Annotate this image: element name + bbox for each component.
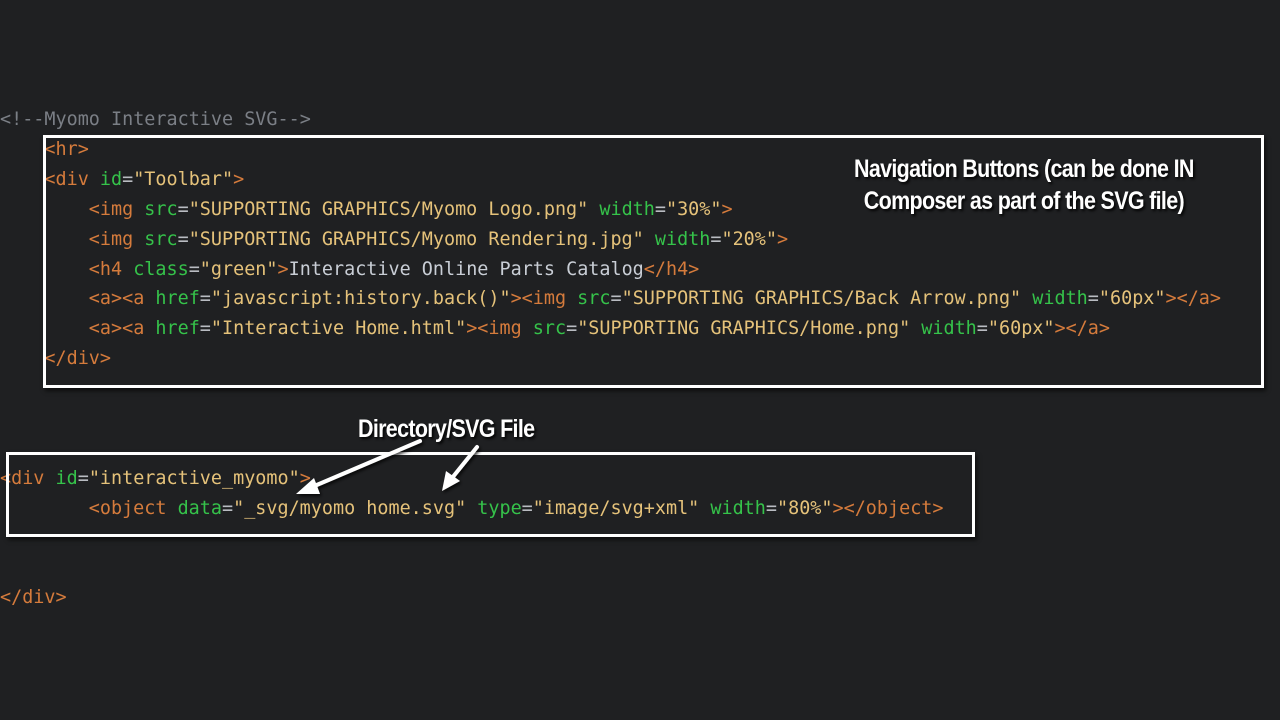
- code-string: "_svg/myomo home.svg": [233, 498, 467, 519]
- code-equals: =: [1087, 288, 1099, 309]
- code-tag: >: [233, 169, 245, 190]
- code-tag: </div>: [0, 587, 67, 608]
- code-attribute: src: [532, 318, 567, 339]
- code-attribute: src: [144, 199, 178, 220]
- code-equals: =: [221, 498, 234, 519]
- code-equals: =: [199, 318, 211, 339]
- code-tag: <h4: [88, 259, 134, 280]
- code-tag: ><img: [466, 318, 533, 339]
- code-attribute: src: [144, 229, 178, 250]
- code-equals: =: [122, 169, 134, 190]
- code-string: "60px": [987, 318, 1055, 339]
- code-line-toolbar-open: <div id="Toolbar">: [0, 168, 244, 192]
- code-string: "SUPPORTING GRAPHICS/Myomo Logo.png": [188, 199, 589, 220]
- code-line-back-link: <a><a href="javascript:history.back()"><…: [0, 287, 1221, 311]
- code-equals: =: [566, 318, 578, 339]
- code-comment: <!--Myomo Interactive SVG-->: [0, 109, 311, 130]
- code-string: "30%": [665, 199, 722, 220]
- code-attribute: href: [155, 318, 200, 339]
- code-attribute: id: [55, 468, 78, 489]
- code-tag: ></object>: [832, 498, 944, 519]
- code-equals: =: [177, 199, 189, 220]
- svg-object-highlight-box: [6, 452, 975, 537]
- code-line-home-link: <a><a href="Interactive Home.html"><img …: [0, 317, 1110, 341]
- code-tag: >: [721, 199, 733, 220]
- code-tag: >: [277, 259, 289, 280]
- code-attribute: data: [177, 498, 222, 519]
- code-string: "SUPPORTING GRAPHICS/Back Arrow.png": [621, 288, 1022, 309]
- code-line-logo-img: <img src="SUPPORTING GRAPHICS/Myomo Logo…: [0, 198, 733, 222]
- code-attribute: width: [599, 199, 655, 220]
- toolbar-highlight-box: [43, 135, 1264, 388]
- code-indent: [0, 139, 44, 160]
- code-equals: =: [976, 318, 988, 339]
- code-string: "green": [199, 259, 278, 280]
- code-attribute: id: [99, 169, 123, 190]
- code-string: "20%": [721, 229, 777, 250]
- code-string: "javascript:history.back()": [210, 288, 511, 309]
- code-equals: =: [177, 229, 189, 250]
- code-tag: <div: [44, 169, 100, 190]
- code-indent: [0, 169, 44, 190]
- code-string: "interactive_myomo": [88, 468, 300, 489]
- directory-annotation-label: Directory/SVG File: [358, 415, 535, 443]
- code-equals: =: [654, 199, 666, 220]
- code-line-div-close: </div>: [0, 586, 67, 610]
- code-text: Interactive Online Parts Catalog: [288, 259, 644, 280]
- code-equals: =: [199, 288, 211, 309]
- code-attribute: width: [921, 318, 977, 339]
- code-string: "60px": [1098, 288, 1166, 309]
- code-attribute: type: [477, 498, 522, 519]
- code-string: "SUPPORTING GRAPHICS/Home.png": [577, 318, 911, 339]
- code-line-hr: <hr>: [0, 138, 89, 162]
- code-equals: =: [710, 229, 722, 250]
- navigation-annotation-line2: Composer as part of the SVG file): [863, 187, 1185, 215]
- code-equals: =: [77, 468, 89, 489]
- code-tag: </h4>: [643, 259, 700, 280]
- code-line-rendering-img: <img src="SUPPORTING GRAPHICS/Myomo Rend…: [0, 228, 788, 252]
- code-tag: <div: [0, 468, 56, 489]
- navigation-annotation-line1: Navigation Buttons (can be done IN: [854, 155, 1194, 183]
- code-string: "image/svg+xml": [532, 498, 700, 519]
- code-equals: =: [188, 259, 200, 280]
- code-attribute: src: [577, 288, 611, 309]
- code-tag: <img: [88, 229, 145, 250]
- code-equals: =: [765, 498, 777, 519]
- code-string: "Toolbar": [133, 169, 234, 190]
- directory-svg-annotation: Directory/SVG File: [358, 413, 535, 445]
- navigation-buttons-annotation: Navigation Buttons (can be done IN Compo…: [854, 153, 1194, 217]
- code-attribute: class: [133, 259, 189, 280]
- code-equals: =: [610, 288, 622, 309]
- code-line-h4: <h4 class="green">Interactive Online Par…: [0, 258, 700, 282]
- code-tag: <img: [88, 199, 145, 220]
- code-tag: <a><a: [88, 288, 156, 309]
- code-line-toolbar-close: </div>: [0, 347, 111, 371]
- code-equals: =: [521, 498, 533, 519]
- code-attribute: href: [155, 288, 200, 309]
- code-tag: <a><a: [88, 318, 156, 339]
- code-attribute: width: [654, 229, 711, 250]
- code-tag: ></a>: [1165, 288, 1221, 309]
- code-tag: </div>: [44, 348, 111, 369]
- code-tag: ><img: [510, 288, 578, 309]
- code-tag: <hr>: [44, 139, 89, 160]
- code-tag: >: [776, 229, 789, 250]
- code-string: "SUPPORTING GRAPHICS/Myomo Rendering.jpg…: [188, 229, 644, 250]
- code-line-comment: <!--Myomo Interactive SVG-->: [0, 108, 311, 132]
- code-attribute: width: [1032, 288, 1088, 309]
- code-indent: [0, 348, 44, 369]
- code-tag: ></a>: [1054, 318, 1110, 339]
- code-tag: <object: [88, 498, 178, 519]
- code-string: "Interactive Home.html": [210, 318, 467, 339]
- code-attribute: width: [710, 498, 766, 519]
- code-line-object: <object data="_svg/myomo home.svg" type=…: [0, 497, 944, 521]
- code-string: "80%": [776, 498, 833, 519]
